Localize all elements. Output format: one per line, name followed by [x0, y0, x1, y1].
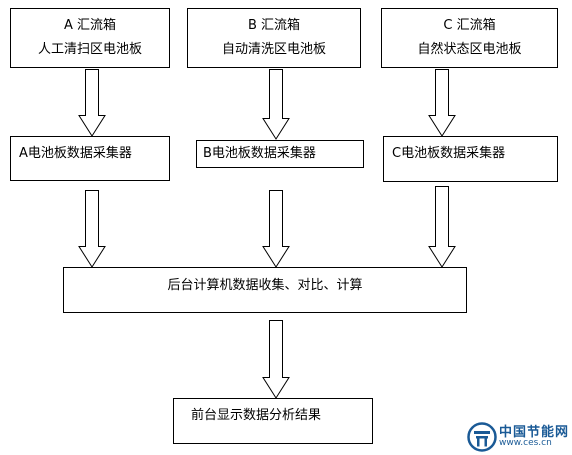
arrow-a-collector-to-backend [78, 190, 106, 268]
box-c-collector: C电池板数据采集器 [383, 136, 558, 182]
box-a-collector: A电池板数据采集器 [10, 136, 170, 181]
box-c-combiner-title: C 汇流箱 [443, 18, 496, 33]
box-b-combiner-title: B 汇流箱 [247, 18, 301, 33]
arrow-c-collector-to-backend [428, 186, 456, 268]
box-b-combiner-subtitle: 自动清洗区电池板 [221, 42, 326, 57]
box-c-collector-label: C电池板数据采集器 [392, 146, 506, 161]
arrow-backend-to-frontend [262, 320, 290, 399]
ces-logo-url: www.ces.cn [499, 438, 552, 448]
ces-logo-emblem-icon [467, 422, 497, 452]
box-a-combiner-title: A 汇流箱 [63, 18, 117, 33]
box-a-combiner: A 汇流箱 人工清扫区电池板 [10, 8, 170, 68]
ces-logo-title: 中国节能网 [499, 425, 570, 440]
arrow-a-to-collector [78, 69, 106, 137]
box-a-combiner-subtitle: 人工清扫区电池板 [37, 42, 142, 57]
box-backend: 后台计算机数据收集、对比、计算 [63, 267, 467, 313]
box-backend-label: 后台计算机数据收集、对比、计算 [167, 278, 363, 293]
box-frontend-label: 前台显示数据分析结果 [191, 408, 322, 423]
box-c-combiner: C 汇流箱 自然状态区电池板 [381, 8, 558, 68]
arrow-c-to-collector [428, 69, 456, 137]
box-b-combiner: B 汇流箱 自动清洗区电池板 [187, 8, 361, 68]
box-a-collector-label: A电池板数据采集器 [19, 146, 132, 161]
arrow-b-collector-to-backend [262, 190, 290, 268]
box-b-collector-label: B电池板数据采集器 [203, 146, 316, 161]
box-b-collector: B电池板数据采集器 [196, 140, 364, 168]
box-c-combiner-subtitle: 自然状态区电池板 [417, 42, 522, 57]
ces-logo: 中国节能网 www.ces.cn [467, 421, 571, 453]
box-frontend: 前台显示数据分析结果 [173, 398, 373, 444]
arrow-b-to-collector [262, 69, 290, 140]
